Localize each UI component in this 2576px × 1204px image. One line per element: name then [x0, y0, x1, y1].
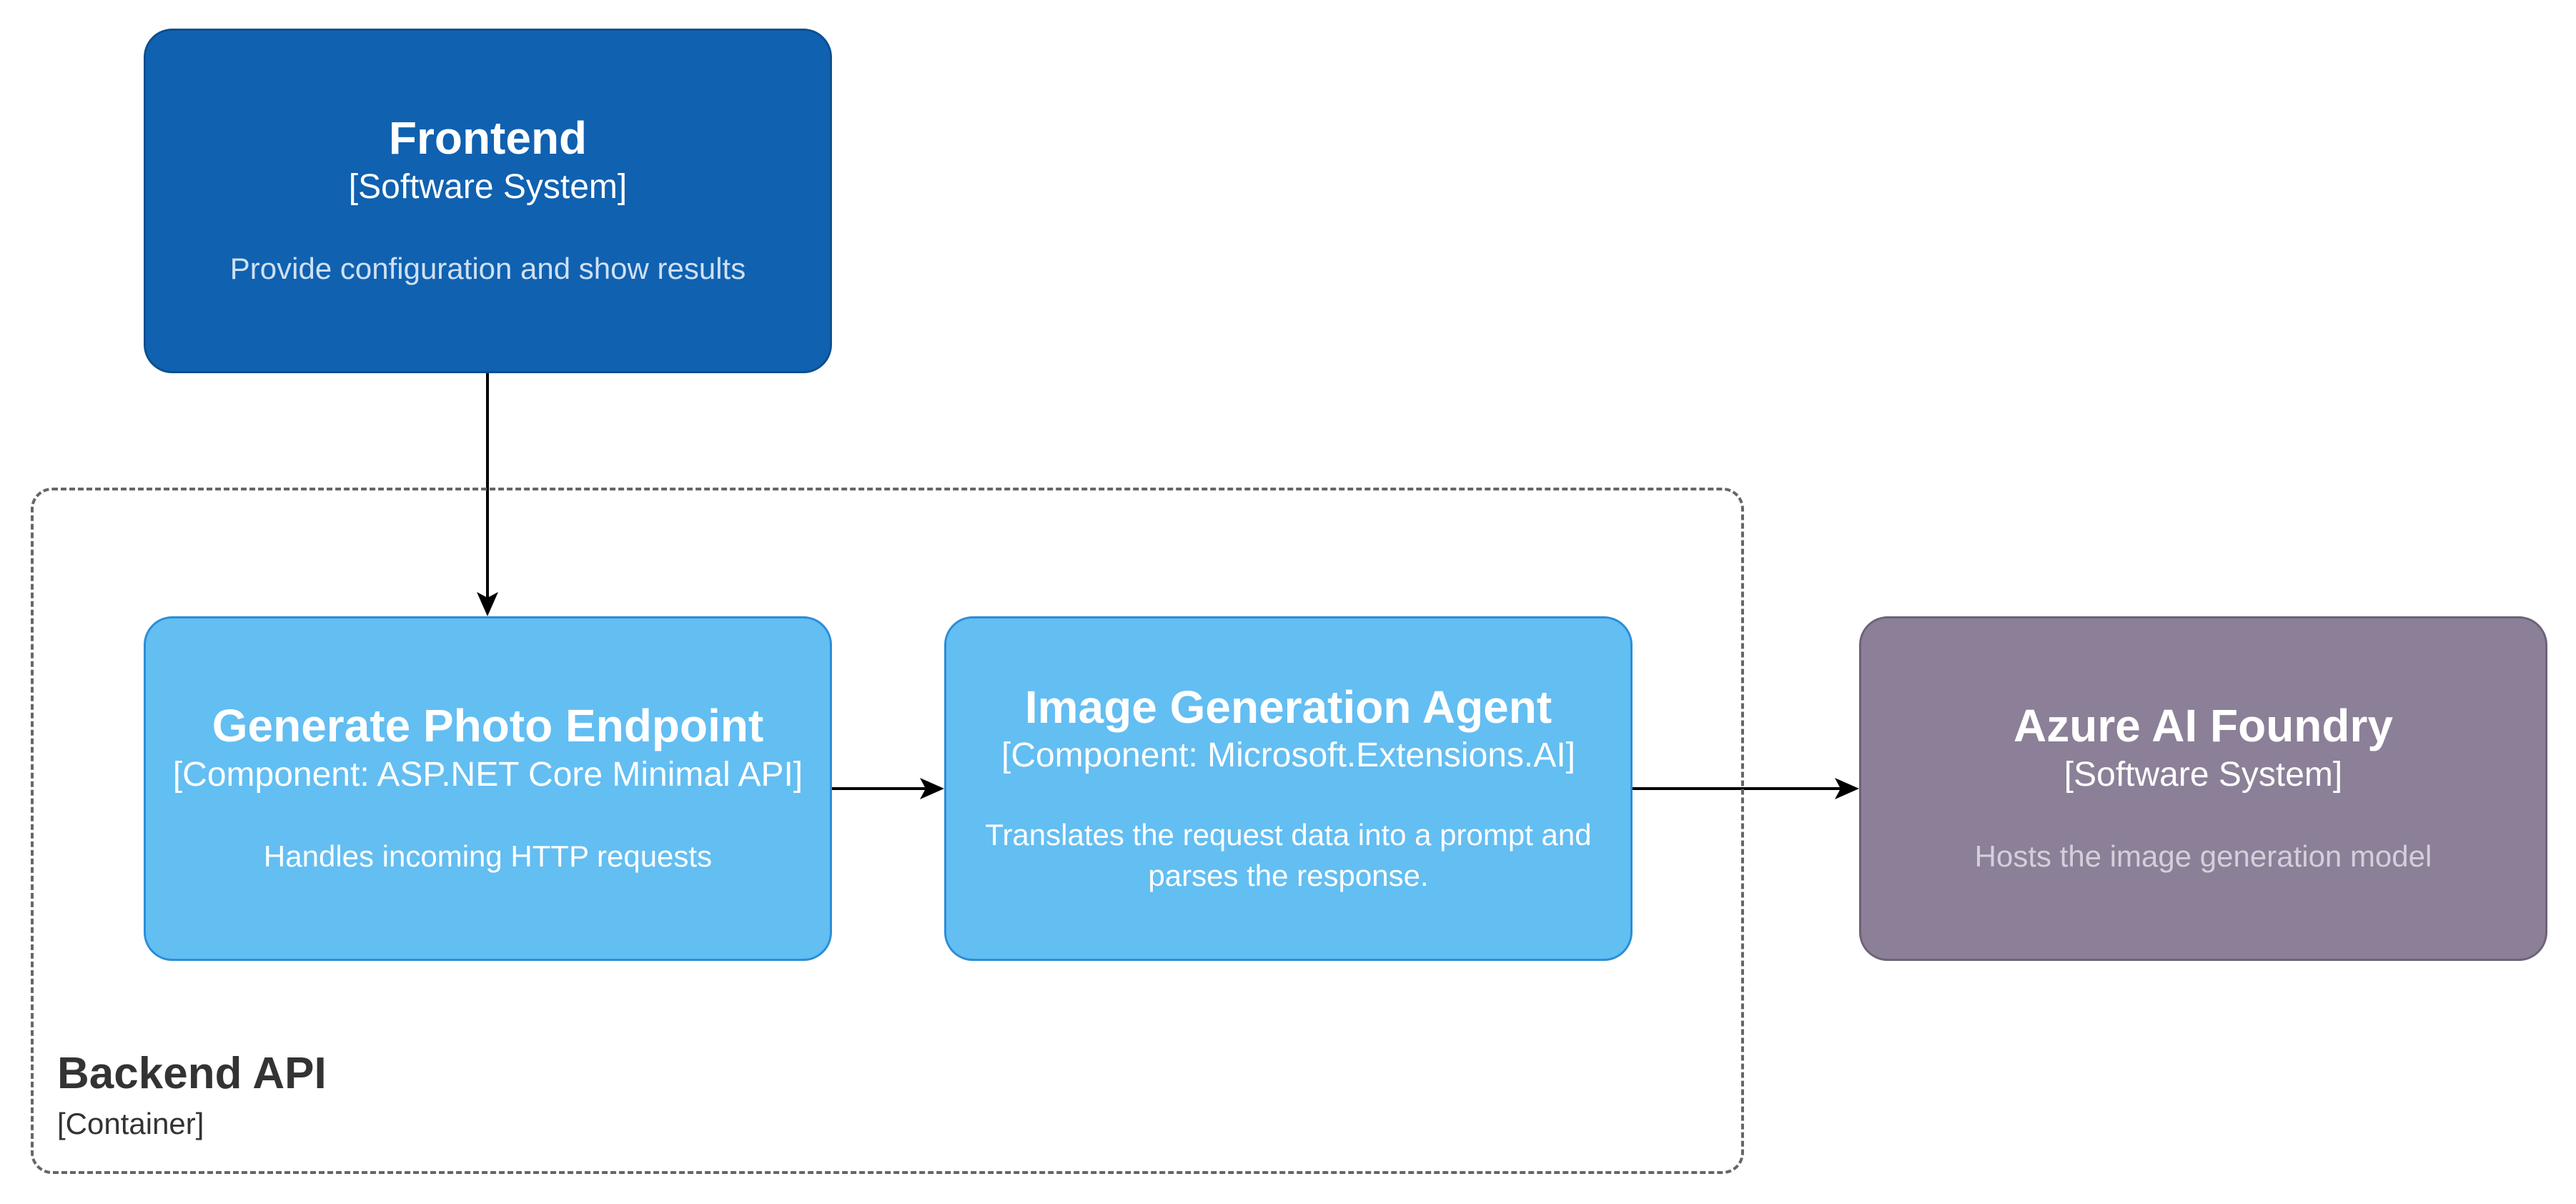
- node-title: Azure AI Foundry: [2013, 700, 2393, 752]
- node-type: [Software System]: [348, 167, 628, 206]
- node-description: Translates the request data into a promp…: [985, 817, 1592, 892]
- node-type: [Component: Microsoft.Extensions.AI]: [1001, 736, 1575, 775]
- arrowhead-frontend-to-endpoint: [477, 592, 498, 616]
- arrowhead-agent-to-azure: [1835, 778, 1859, 799]
- node-description: Handles incoming HTTP requests: [263, 839, 713, 874]
- azure-ai-foundry-node[interactable]: Azure AI Foundry [Software System] Hosts…: [1859, 616, 2547, 961]
- boundary-title: Backend API: [57, 1049, 327, 1098]
- frontend-node[interactable]: Frontend [Software System] Provide confi…: [144, 29, 832, 373]
- image-generation-agent-node[interactable]: Image Generation Agent [Component: Micro…: [944, 616, 1633, 961]
- node-title: Frontend: [388, 112, 588, 164]
- boundary-type: [Container]: [57, 1107, 204, 1140]
- node-description: Hosts the image generation model: [1974, 839, 2432, 874]
- node-type: [Component: ASP.NET Core Minimal API]: [172, 755, 803, 794]
- node-description: Provide configuration and show results: [229, 252, 746, 286]
- node-type: [Software System]: [2064, 755, 2343, 794]
- node-title: Image Generation Agent: [1024, 681, 1552, 733]
- generate-photo-endpoint-node[interactable]: Generate Photo Endpoint [Component: ASP.…: [144, 616, 832, 961]
- arrowhead-endpoint-to-agent: [920, 778, 944, 799]
- backend-api-boundary: [31, 488, 1744, 1174]
- node-title: Generate Photo Endpoint: [212, 700, 764, 752]
